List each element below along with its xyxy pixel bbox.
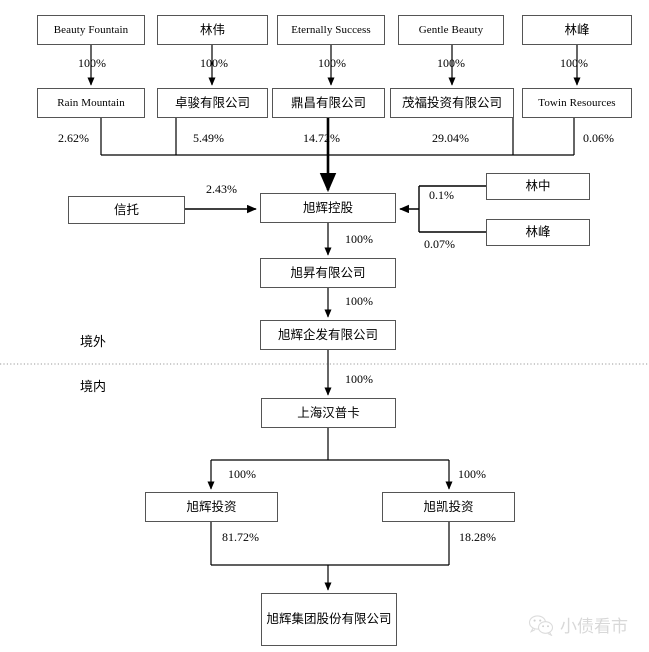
edge-label-maofu-to-cifi_hold: 29.04% [432, 131, 469, 145]
edge-label-trust-to-cifi_hold: 2.43% [206, 182, 237, 196]
node-label: 林伟 [199, 21, 225, 37]
node-label: 卓骏有限公司 [174, 94, 250, 110]
region-label-onshore: 境内 [80, 380, 107, 395]
node-label: Eternally Success [291, 23, 371, 36]
node-label: 旭辉投资 [186, 498, 237, 514]
node-label: 上海汉普卡 [297, 404, 360, 420]
node-label: 林中 [525, 178, 551, 194]
edge-label-hanpuka-to-xukai_invest: 100% [458, 467, 486, 481]
edge-label-cifi_hold-to-xusheng: 100% [345, 232, 373, 246]
node-lin_wei[interactable]: 林伟 [157, 15, 268, 45]
node-lin_zhong[interactable]: 林中 [486, 173, 590, 200]
node-trust[interactable]: 信托 [68, 196, 185, 224]
node-label: Rain Mountain [57, 96, 125, 109]
node-label: 林峰 [525, 224, 551, 240]
node-cifi_invest[interactable]: 旭辉投资 [145, 492, 278, 522]
node-hanpuka[interactable]: 上海汉普卡 [261, 398, 396, 428]
edge-label-beauty_fountain-to-rain_mountain: 100% [78, 56, 106, 70]
node-label: 旭辉企发有限公司 [277, 326, 378, 342]
node-xusheng[interactable]: 旭昇有限公司 [260, 258, 396, 288]
node-label: 茂福投资有限公司 [401, 94, 502, 110]
node-label: Towin Resources [538, 96, 616, 109]
edge-label-rain_mountain-to-cifi_hold: 2.62% [58, 131, 89, 145]
node-beauty_fountain[interactable]: Beauty Fountain [37, 15, 145, 45]
wechat-icon [528, 614, 554, 636]
node-zhuojun[interactable]: 卓骏有限公司 [157, 88, 268, 118]
edge-label-xukai_invest-to-cifi_group: 18.28% [459, 530, 496, 544]
node-cifi_group[interactable]: 旭辉集团股份有限公司 [261, 593, 397, 646]
edge-label-xusheng-to-qifa: 100% [345, 294, 373, 308]
node-label: Beauty Fountain [53, 23, 129, 36]
node-label: Gentle Beauty [418, 23, 484, 36]
edge-label-lin_feng_top-to-towin: 100% [560, 56, 588, 70]
edge-label-dingchang-to-cifi_hold: 14.72% [303, 131, 340, 145]
edge-label-gentle_beauty-to-maofu: 100% [437, 56, 465, 70]
node-label: 旭辉集团股份有限公司 [266, 611, 392, 627]
node-lin_feng_top[interactable]: 林峰 [522, 15, 632, 45]
node-label: 林峰 [564, 21, 590, 37]
node-label: 旭昇有限公司 [290, 264, 366, 280]
node-label: 旭凯投资 [423, 498, 474, 514]
edge-label-zhuojun-to-cifi_hold: 5.49% [193, 131, 224, 145]
node-label: 鼎昌有限公司 [290, 94, 366, 110]
node-dingchang[interactable]: 鼎昌有限公司 [272, 88, 385, 118]
watermark-text: 小债看市 [560, 617, 628, 637]
node-xukai_invest[interactable]: 旭凯投资 [382, 492, 515, 522]
node-qifa[interactable]: 旭辉企发有限公司 [260, 320, 396, 350]
node-eternally_success[interactable]: Eternally Success [277, 15, 385, 45]
region-label-offshore: 境外 [80, 335, 107, 350]
node-maofu[interactable]: 茂福投资有限公司 [390, 88, 514, 118]
node-label: 旭辉控股 [302, 199, 353, 215]
node-rain_mountain[interactable]: Rain Mountain [37, 88, 145, 118]
edge-label-lin_feng_r-to-cifi_hold: 0.07% [424, 237, 455, 251]
node-label: 信托 [113, 201, 139, 217]
edge-label-lin_wei-to-zhuojun: 100% [200, 56, 228, 70]
node-lin_feng_r[interactable]: 林峰 [486, 219, 590, 246]
edge-label-cifi_invest-to-cifi_group: 81.72% [222, 530, 259, 544]
edge-label-qifa-to-hanpuka: 100% [345, 372, 373, 386]
node-cifi_hold[interactable]: 旭辉控股 [260, 193, 396, 223]
edge-label-towin-to-cifi_hold: 0.06% [583, 131, 614, 145]
node-towin[interactable]: Towin Resources [522, 88, 632, 118]
edge-label-hanpuka-to-cifi_invest: 100% [228, 467, 256, 481]
node-gentle_beauty[interactable]: Gentle Beauty [398, 15, 504, 45]
watermark: 小债看市 [528, 612, 628, 637]
edge-label-eternally_success-to-dingchang: 100% [318, 56, 346, 70]
edge-label-lin_zhong-to-cifi_hold: 0.1% [429, 188, 454, 202]
